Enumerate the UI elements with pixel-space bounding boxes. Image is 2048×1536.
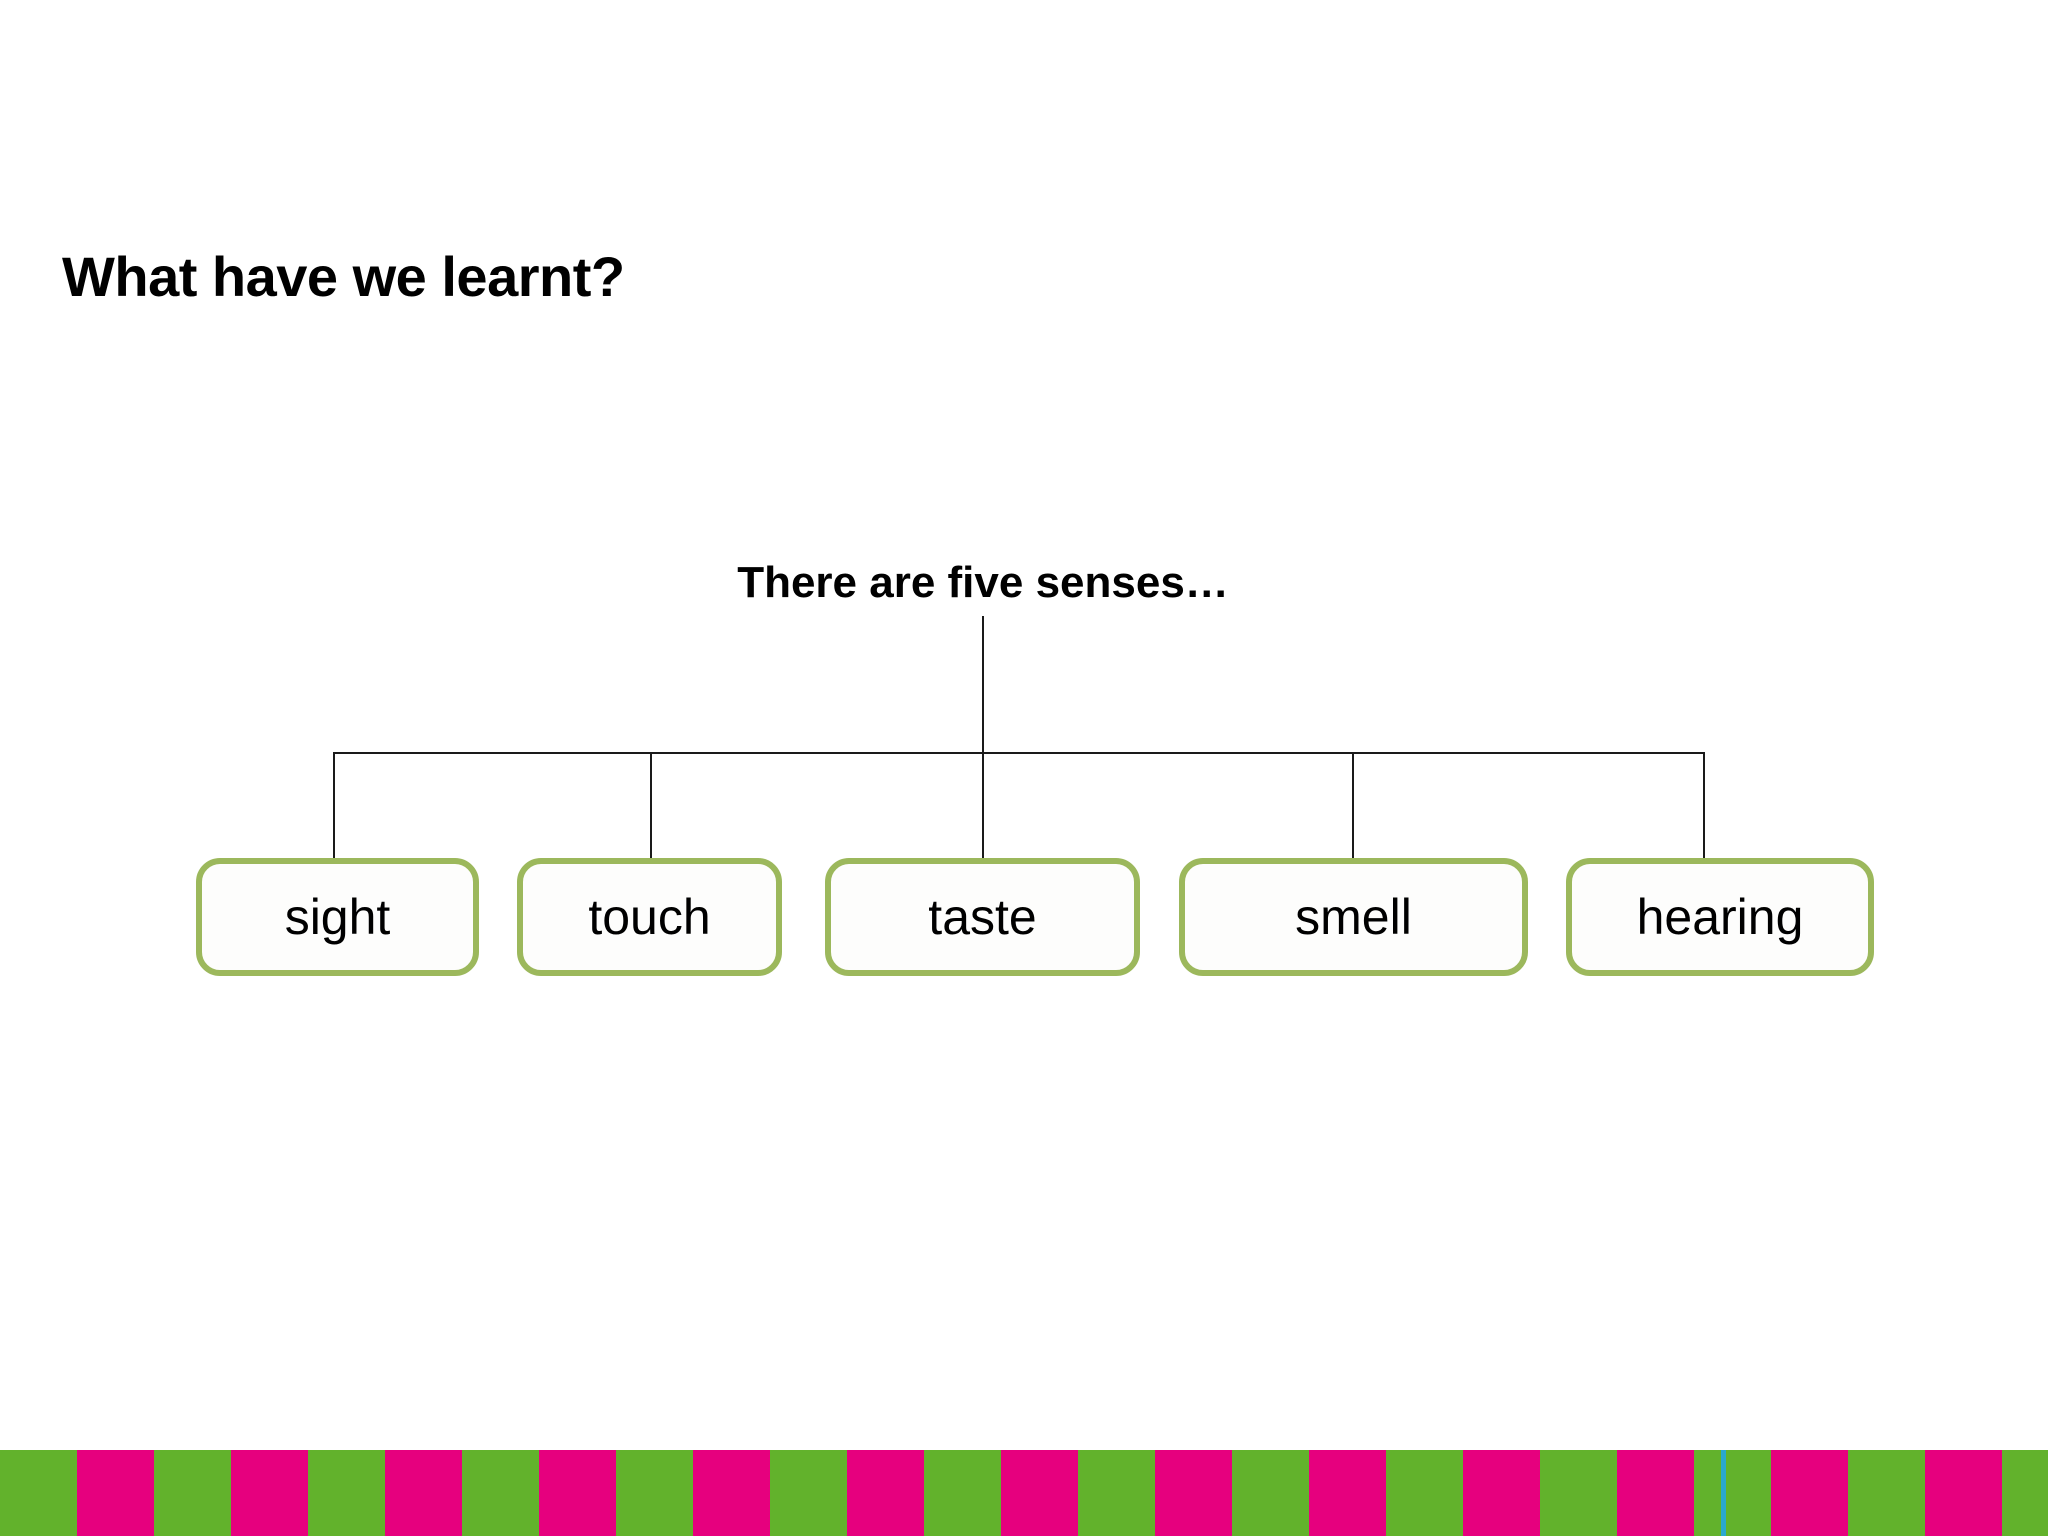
footer-stripe: [308, 1450, 385, 1536]
footer-stripe: [1078, 1450, 1155, 1536]
footer-stripe: [77, 1450, 154, 1536]
footer-stripe: [231, 1450, 308, 1536]
footer-stripe: [154, 1450, 231, 1536]
connector-root-stem: [982, 616, 984, 754]
node-taste[interactable]: taste: [825, 858, 1140, 976]
footer-stripe: [462, 1450, 539, 1536]
node-taste-label: taste: [928, 889, 1037, 945]
diagram-root-label: There are five senses…: [737, 558, 1229, 607]
footer-stripe: [1771, 1450, 1848, 1536]
footer-stripe: [1386, 1450, 1463, 1536]
footer-stripe-accent: [1721, 1450, 1726, 1536]
footer-stripe: [0, 1450, 77, 1536]
footer-stripe: [1694, 1450, 1771, 1536]
connector-drop-touch: [650, 752, 652, 859]
footer-stripe: [385, 1450, 462, 1536]
footer-stripe-band: [0, 1450, 2048, 1536]
node-hearing-label: hearing: [1636, 889, 1804, 945]
connector-drop-smell: [1352, 752, 1354, 859]
footer-stripe: [616, 1450, 693, 1536]
node-touch-label: touch: [588, 889, 711, 945]
node-sight-label: sight: [284, 889, 391, 945]
node-touch[interactable]: touch: [517, 858, 782, 976]
node-smell[interactable]: smell: [1179, 858, 1528, 976]
footer-stripe: [1155, 1450, 1232, 1536]
footer-stripe: [1232, 1450, 1309, 1536]
connector-drop-hearing: [1703, 752, 1705, 859]
footer-stripe: [539, 1450, 616, 1536]
footer-stripe: [924, 1450, 1001, 1536]
node-hearing[interactable]: hearing: [1566, 858, 1874, 976]
footer-stripe: [693, 1450, 770, 1536]
footer-stripe: [1848, 1450, 1925, 1536]
footer-stripe: [1540, 1450, 1617, 1536]
footer-stripe: [1925, 1450, 2002, 1536]
node-sight[interactable]: sight: [196, 858, 479, 976]
footer-stripe: [1309, 1450, 1386, 1536]
node-smell-label: smell: [1295, 889, 1412, 945]
footer-stripe: [1617, 1450, 1694, 1536]
connector-drop-taste: [982, 752, 984, 859]
page-title: What have we learnt?: [62, 245, 625, 308]
connector-horizontal-bus: [333, 752, 1704, 754]
footer-stripe: [847, 1450, 924, 1536]
footer-stripe: [1001, 1450, 1078, 1536]
footer-stripe: [770, 1450, 847, 1536]
connector-drop-sight: [333, 752, 335, 859]
footer-stripe: [2002, 1450, 2048, 1536]
footer-stripe: [1463, 1450, 1540, 1536]
